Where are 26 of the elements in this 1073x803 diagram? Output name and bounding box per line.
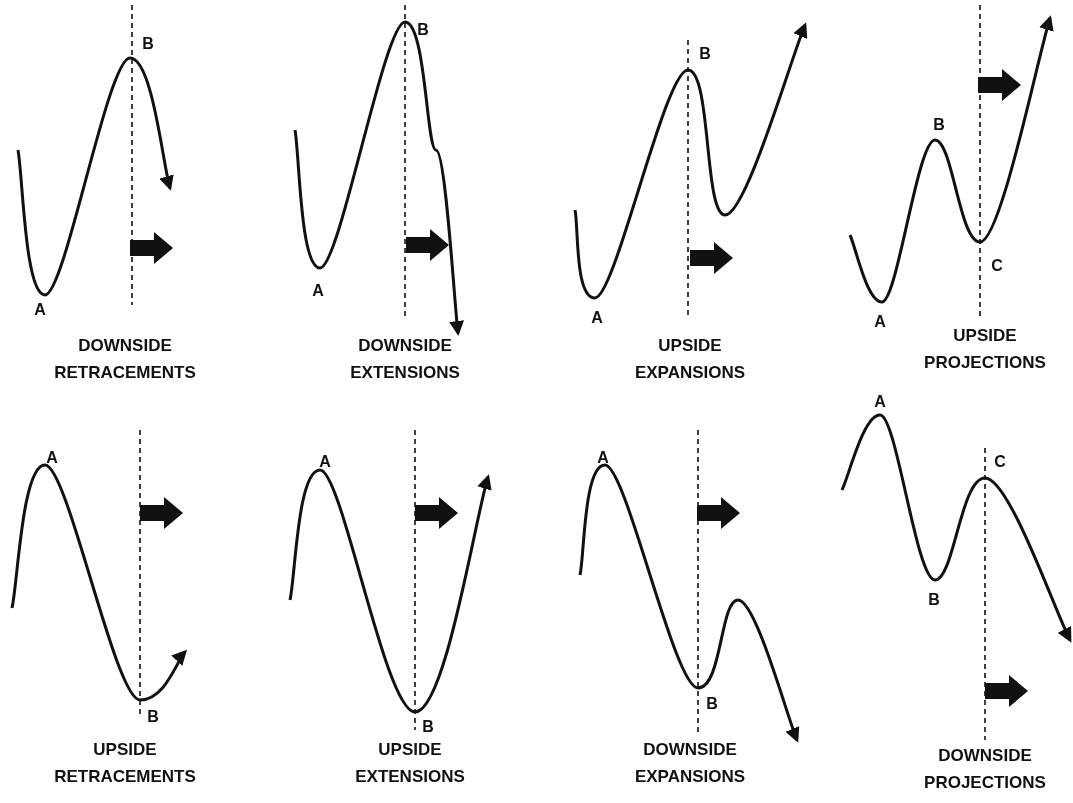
panel-caption: DOWNSIDE PROJECTIONS (923, 745, 1047, 794)
point-label: A (34, 302, 46, 318)
panel-caption: UPSIDE PROJECTIONS (923, 325, 1047, 374)
point-label: A (597, 450, 609, 466)
point-label: A (319, 454, 331, 470)
point-label: B (706, 696, 718, 712)
point-label: A (312, 283, 324, 299)
point-label: A (591, 310, 603, 326)
point-label: A (874, 314, 886, 330)
point-label: B (928, 592, 940, 608)
point-label: B (147, 709, 159, 725)
point-label: C (991, 258, 1003, 274)
point-label: A (874, 394, 886, 410)
point-label: B (699, 46, 711, 62)
point-label: B (417, 22, 429, 38)
panel-caption: DOWNSIDE EXPANSIONS (633, 739, 747, 788)
point-label: B (933, 117, 945, 133)
panel-caption: DOWNSIDE RETRACEMENTS (53, 335, 197, 384)
point-label: A (46, 450, 58, 466)
point-label: C (994, 454, 1006, 470)
panel-caption: UPSIDE EXTENSIONS (354, 739, 466, 788)
panel-caption: DOWNSIDE EXTENSIONS (349, 335, 461, 384)
panel-caption: UPSIDE RETRACEMENTS (53, 739, 197, 788)
panel-caption: UPSIDE EXPANSIONS (633, 335, 747, 384)
point-label: B (422, 719, 434, 735)
point-label: B (142, 36, 154, 52)
